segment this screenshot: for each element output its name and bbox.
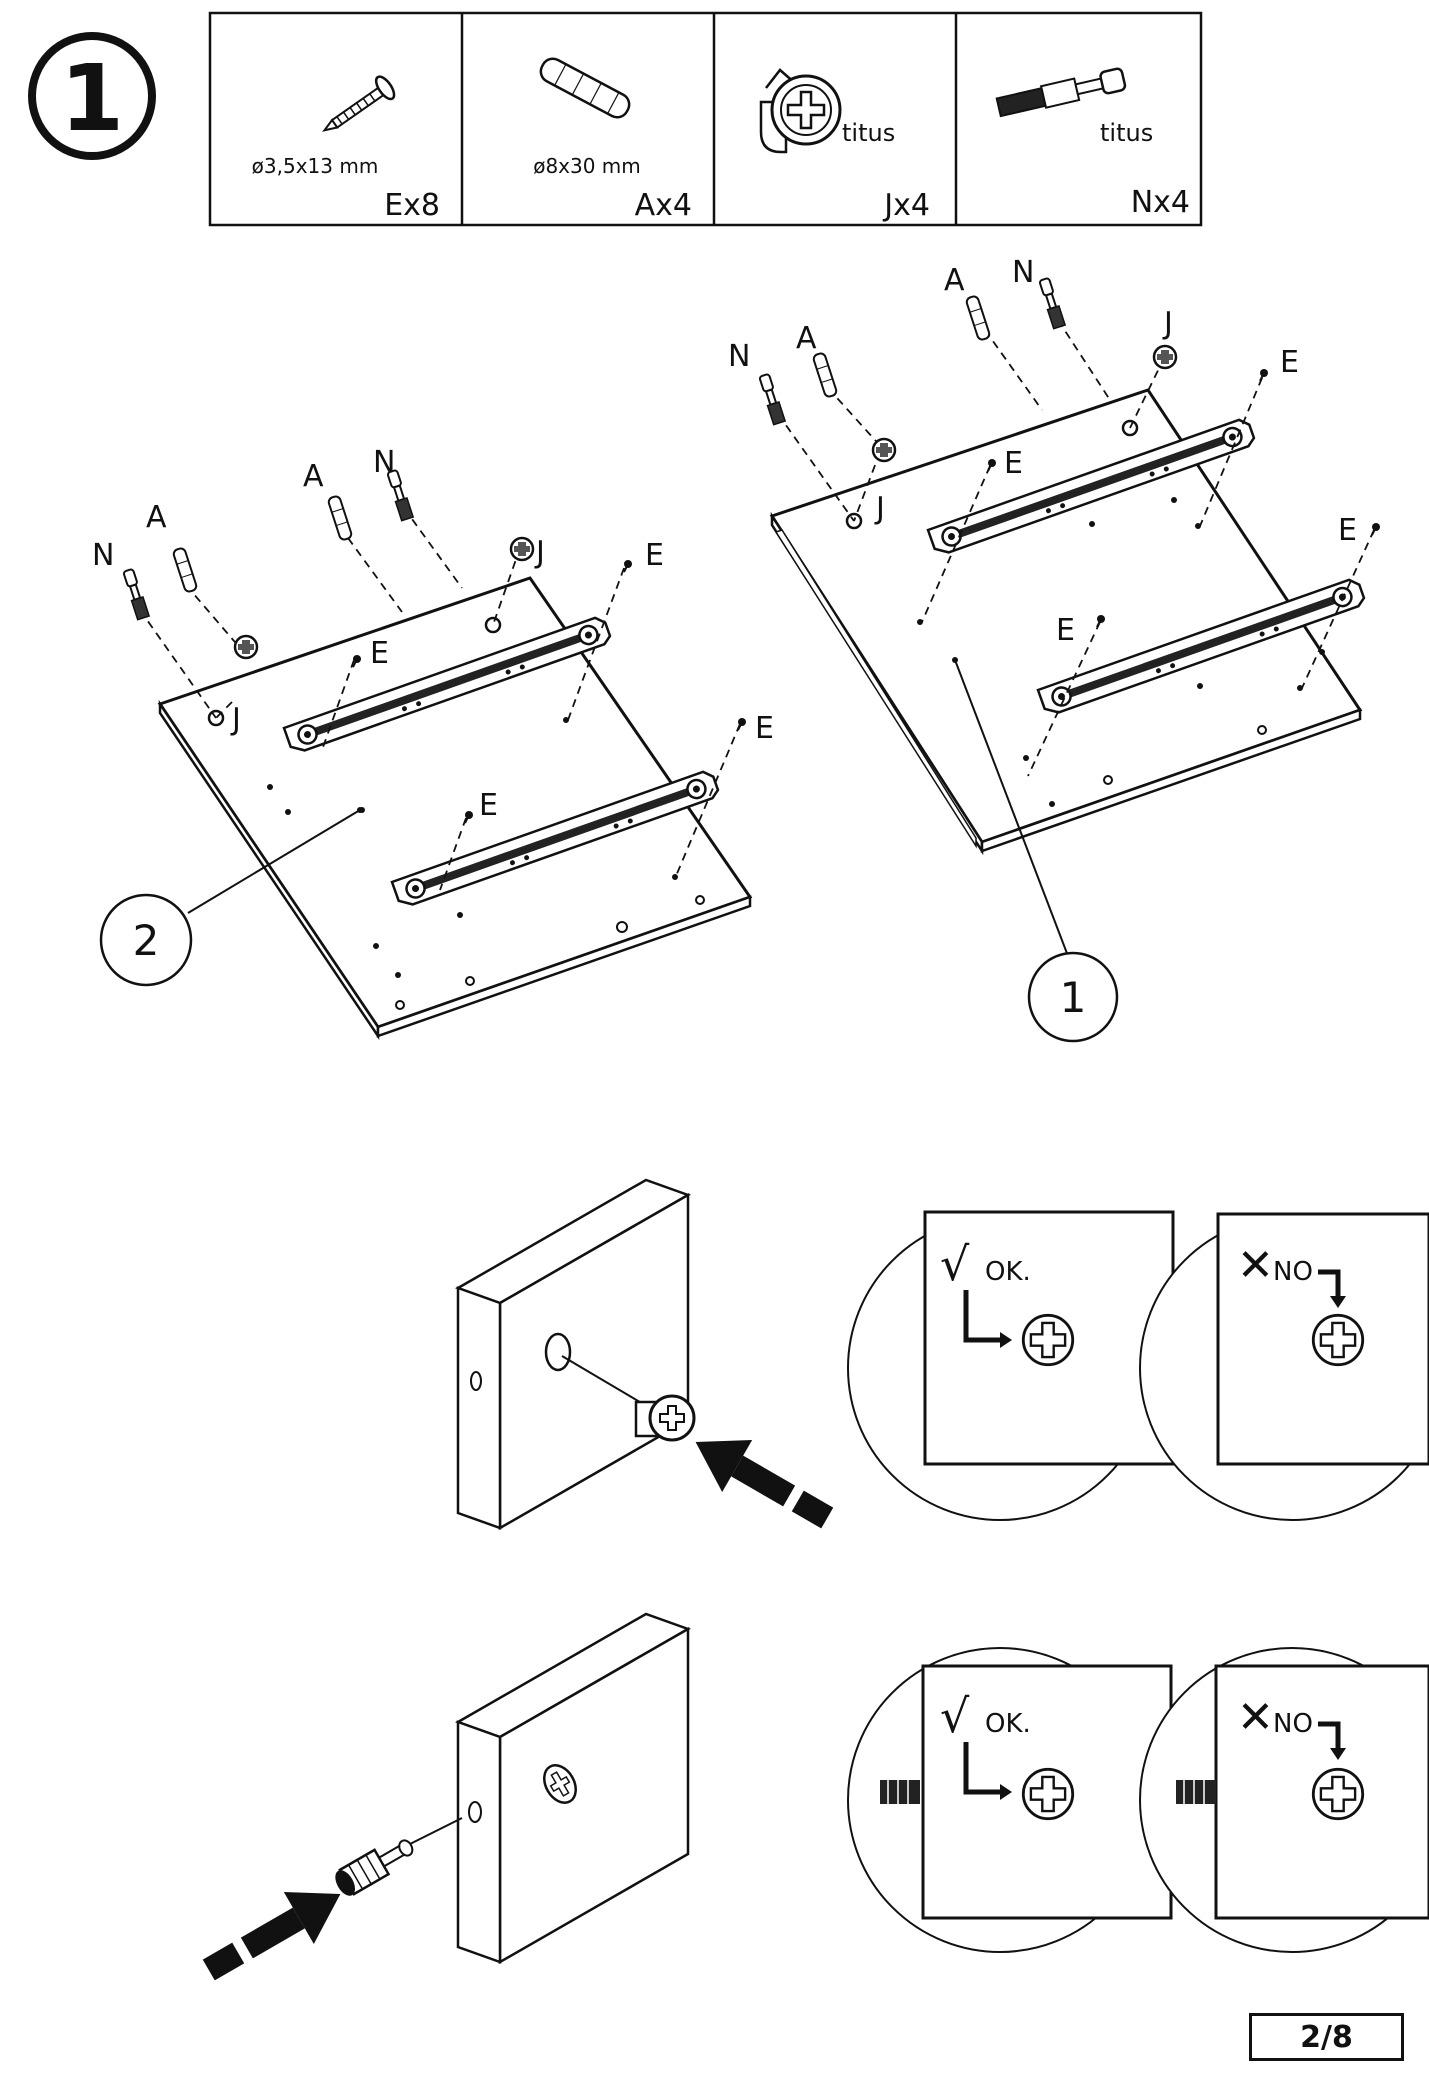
bolt-insertion-diagram: [193, 1612, 691, 1996]
label-screw: E: [370, 636, 389, 671]
label-dowel: A: [796, 321, 817, 356]
ok-check-icon: √: [940, 1689, 970, 1743]
detail-ok-cam: √ OK.: [847, 1210, 1175, 1521]
panel-1-assembly: N A A N J J E E E E 1: [728, 255, 1381, 1043]
parts-table: ø3,5x13 mm Ex8 ø8x30 mm Ax4: [208, 11, 1203, 227]
step-number-badge: 1: [28, 32, 156, 160]
cam-lock-icon: [233, 634, 259, 660]
phillips-head-icon: [1311, 1767, 1365, 1821]
parts-count-cam-lock: Jx4: [882, 188, 930, 223]
ok-label: OK.: [985, 1257, 1031, 1287]
label-screw: E: [755, 711, 774, 746]
parts-brand-cam-lock: titus: [842, 119, 895, 147]
label-screw: E: [1338, 513, 1357, 548]
label-cam: J: [1162, 306, 1173, 341]
dowel-icon: [539, 57, 631, 119]
dowel-icon: [326, 494, 354, 542]
connecting-bolt-icon: [757, 372, 787, 426]
label-bolt: N: [1012, 255, 1034, 290]
panel-2-board: [157, 576, 753, 1041]
parts-cell-screw: ø3,5x13 mm Ex8: [252, 75, 440, 223]
ok-label: OK.: [985, 1709, 1031, 1739]
cam-lock-icon: [1152, 344, 1178, 370]
cam-insertion-diagram: [455, 1178, 843, 1544]
parts-cell-dowel: ø8x30 mm Ax4: [533, 57, 692, 223]
connecting-bolt-icon: [995, 67, 1127, 118]
cam-lock-icon: [759, 68, 842, 154]
cam-lock-icon: [509, 536, 535, 562]
label-cam: J: [534, 535, 545, 570]
label-dowel: A: [146, 500, 167, 535]
screw-icon: [737, 717, 747, 731]
no-label: NO: [1273, 1257, 1313, 1287]
parts-count-screw: Ex8: [384, 188, 440, 223]
panel-1-callout: 1: [1027, 951, 1119, 1043]
label-screw: E: [1004, 446, 1023, 481]
detail-no-cam: ✕ NO: [1139, 1212, 1429, 1521]
no-cross-icon: ✕: [1237, 1692, 1274, 1743]
screw-icon: [623, 559, 633, 573]
label-screw: E: [479, 788, 498, 823]
ok-check-icon: √: [940, 1237, 970, 1291]
detail-no-bolt: ✕ NO: [1139, 1647, 1429, 1953]
phillips-head-icon: [1311, 1313, 1365, 1367]
dowel-icon: [811, 351, 839, 399]
phillips-head-icon: [1021, 1313, 1075, 1367]
board-block: [455, 1178, 691, 1531]
label-bolt: N: [373, 445, 395, 480]
connecting-bolt-icon: [335, 1839, 414, 1896]
board-block: [455, 1612, 691, 1965]
parts-brand-bolt: titus: [1100, 119, 1153, 147]
connecting-bolt-icon: [121, 567, 151, 621]
label-cam: J: [230, 702, 241, 737]
parts-size-dowel: ø8x30 mm: [533, 154, 641, 178]
parts-count-bolt: Nx4: [1131, 185, 1190, 220]
parts-count-dowel: Ax4: [635, 188, 692, 223]
direction-arrow-icon: [680, 1416, 843, 1544]
parts-cell-cam-lock: titus Jx4: [759, 68, 930, 223]
cam-lock-icon: [871, 437, 897, 463]
detail-ok-bolt: √ OK.: [847, 1647, 1173, 1953]
direction-arrow-icon: [193, 1868, 356, 1996]
label-bolt: N: [92, 538, 114, 573]
no-cross-icon: ✕: [1237, 1240, 1274, 1291]
panel-2-assembly: N A A N J J E E E E 2: [92, 445, 774, 1041]
parts-cell-bolt: titus Nx4: [995, 67, 1190, 220]
label-dowel: A: [944, 263, 965, 298]
panel-1-number: 1: [1060, 973, 1087, 1022]
step-number: 1: [60, 45, 124, 152]
no-label: NO: [1273, 1709, 1313, 1739]
panel-1-board: [769, 388, 1363, 856]
screw-icon: [1259, 368, 1269, 382]
label-cam: J: [874, 491, 885, 526]
label-dowel: A: [303, 459, 324, 494]
bolt-end-icon: [880, 1780, 920, 1804]
bolt-end-icon: [1176, 1780, 1216, 1804]
dowel-icon: [171, 546, 199, 594]
parts-size-screw: ø3,5x13 mm: [252, 154, 379, 178]
label-screw: E: [1056, 613, 1075, 648]
screw-icon: [322, 75, 396, 132]
page-number-box: 2/8: [1249, 2013, 1404, 2061]
cam-lock-icon: [634, 1394, 696, 1442]
panel-2-number: 2: [133, 916, 160, 965]
label-bolt: N: [728, 339, 750, 374]
label-screw: E: [1280, 345, 1299, 380]
phillips-head-icon: [543, 1764, 577, 1804]
label-screw: E: [645, 538, 664, 573]
screw-icon: [1371, 522, 1381, 536]
page-number: 2/8: [1300, 2019, 1353, 2055]
phillips-head-icon: [1021, 1767, 1075, 1821]
connecting-bolt-icon: [1037, 276, 1067, 330]
dowel-icon: [964, 294, 992, 342]
panel-2-callout: 2: [99, 893, 193, 987]
